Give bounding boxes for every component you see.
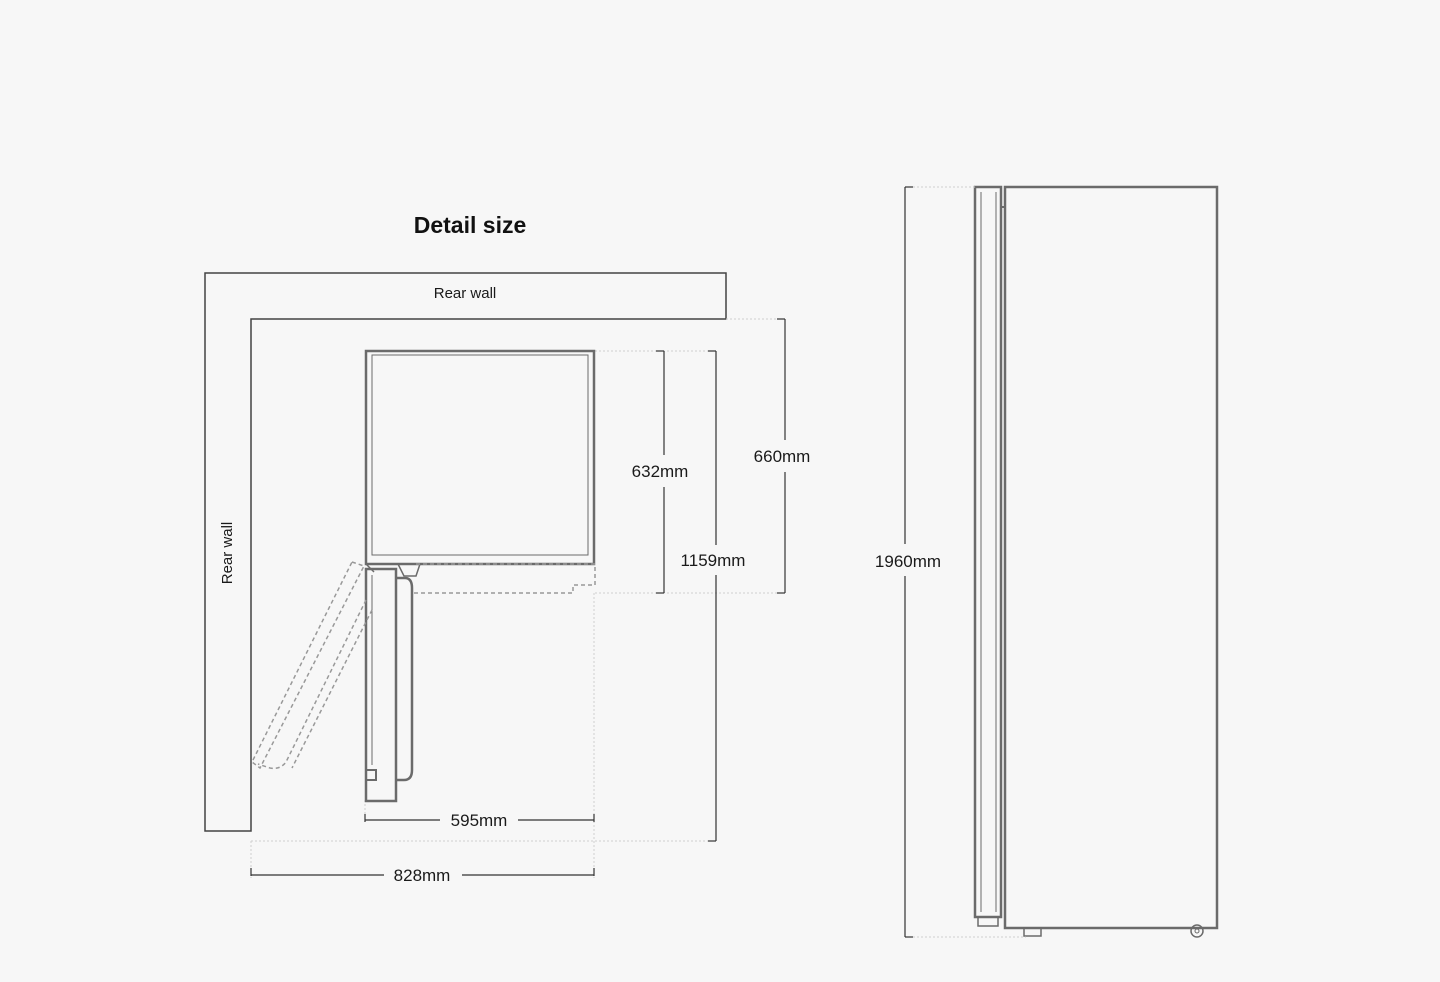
rear-wall [204,272,727,832]
depth-door-open-label: 1159mm [681,551,746,570]
door-swing-outline [251,561,596,770]
fridge-body-top-view [364,349,596,577]
extension-lines [250,318,785,878]
fridge-side-view [973,185,1219,938]
height-dimension-line [904,186,913,938]
depth-total-label: 660mm [754,447,811,466]
page-title: Detail size [413,212,527,238]
width-body-label: 595mm [451,811,508,830]
rear-wall-side-label: Rear wall [219,522,236,585]
dimension-lines [250,318,786,876]
rear-wall-top-label: Rear wall [434,285,497,302]
fridge-door-open [364,567,414,803]
depth-body-label: 632mm [632,462,689,481]
width-door-open-label: 828mm [394,866,451,885]
height-label: 1960mm [875,552,941,571]
height-extension-lines [905,186,1026,938]
